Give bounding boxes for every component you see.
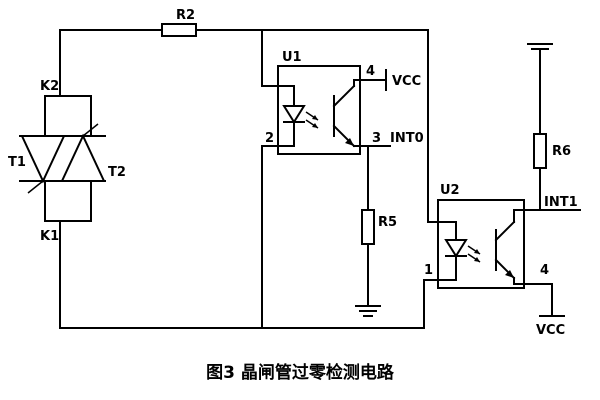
u2-label: U2 bbox=[440, 183, 460, 198]
u2-light-arrowhead-1 bbox=[474, 249, 480, 254]
u1-light-arrowhead-2 bbox=[312, 123, 318, 128]
int1-label: INT1 bbox=[544, 195, 578, 210]
figure-caption: 图3 晶闸管过零检测电路 bbox=[206, 363, 394, 383]
u1-emitter-arrow bbox=[345, 138, 354, 146]
u2-transistor-collector bbox=[494, 220, 516, 242]
optocoupler-u1 bbox=[261, 65, 391, 155]
r5-label: R5 bbox=[378, 215, 397, 230]
r2-label: R2 bbox=[176, 8, 195, 23]
u2-pin4-lead bbox=[513, 277, 553, 317]
u1-pin4-lead bbox=[353, 79, 387, 87]
u1-light-arrowhead-1 bbox=[312, 115, 318, 120]
k1-terminal-box bbox=[44, 180, 92, 222]
int0-label: INT0 bbox=[390, 131, 424, 146]
u1-pin4-label: 4 bbox=[366, 64, 375, 79]
u2-package bbox=[437, 199, 525, 289]
resistor-r6 bbox=[527, 43, 553, 211]
t2-label: T2 bbox=[108, 165, 126, 180]
vcc-u2-label: VCC bbox=[536, 323, 565, 338]
k1-label: K1 bbox=[40, 229, 59, 244]
k2-terminal-box bbox=[44, 95, 92, 137]
u2-pin4-label: 4 bbox=[540, 263, 549, 278]
u1-pin3-label: 3 bbox=[372, 131, 381, 146]
r6-label: R6 bbox=[552, 144, 571, 159]
u2-light-arrowhead-2 bbox=[474, 257, 480, 262]
thyristor-pair bbox=[19, 29, 163, 329]
u1-led-triangle bbox=[282, 105, 306, 124]
u2-int1-lead bbox=[513, 209, 581, 223]
u2-emitter-arrow bbox=[505, 270, 514, 278]
t1-label: T1 bbox=[8, 155, 26, 170]
wire-bottom-rail bbox=[59, 279, 439, 329]
u2-led-triangle bbox=[444, 239, 468, 258]
k2-label: K2 bbox=[40, 79, 59, 94]
r6-body bbox=[533, 133, 547, 169]
wire-k2-to-r2 bbox=[59, 29, 163, 97]
u1-pin2-label: 2 bbox=[265, 131, 274, 146]
thyristor-t2-gate bbox=[82, 123, 99, 137]
optocoupler-u2 bbox=[437, 199, 581, 317]
r2-body bbox=[161, 23, 197, 37]
resistor-r5 bbox=[355, 209, 381, 317]
u2-pin1-label: 1 bbox=[424, 263, 433, 278]
u1-label: U1 bbox=[282, 50, 302, 65]
u1-package bbox=[277, 65, 361, 155]
thyristor-t1-gate bbox=[27, 180, 44, 194]
thyristor-t2-symbol bbox=[60, 133, 106, 182]
vcc-u1-label: VCC bbox=[392, 74, 421, 89]
thyristor-t1-symbol bbox=[20, 135, 66, 184]
resistor-r2 bbox=[161, 23, 429, 87]
u1-transistor-collector bbox=[332, 84, 356, 108]
r5-body bbox=[361, 209, 375, 245]
wire-rail-to-u2-pin2 bbox=[427, 29, 457, 223]
